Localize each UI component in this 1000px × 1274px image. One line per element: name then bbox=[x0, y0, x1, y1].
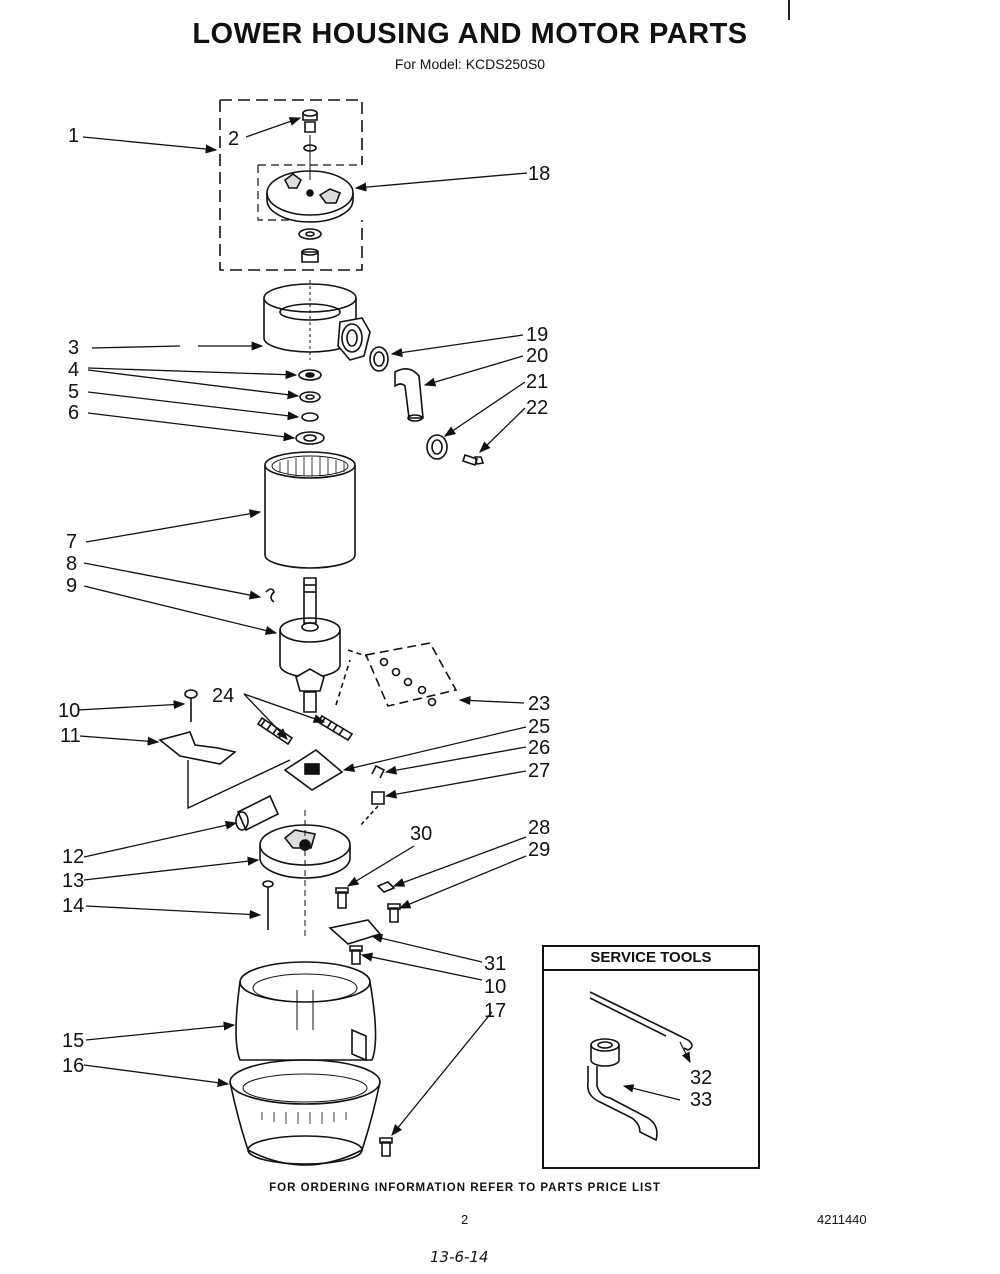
callout-13: 13 bbox=[62, 870, 84, 892]
washer-part bbox=[298, 228, 322, 240]
callout-12: 12 bbox=[62, 846, 84, 868]
capacitor-12 bbox=[235, 794, 280, 832]
bottom-shell-16 bbox=[229, 1059, 381, 1166]
callout-20: 20 bbox=[526, 345, 548, 367]
callout-3: 3 bbox=[68, 337, 79, 359]
terminal-27 bbox=[371, 791, 385, 805]
callout-8: 8 bbox=[66, 553, 77, 575]
leader-lines bbox=[77, 117, 528, 1137]
clip-26 bbox=[371, 764, 386, 779]
clamp-21 bbox=[426, 434, 448, 460]
upper-housing-3 bbox=[263, 280, 371, 361]
callout-26: 26 bbox=[528, 737, 550, 759]
seal-part-6b bbox=[295, 431, 325, 445]
callout-11: 11 bbox=[60, 725, 81, 747]
callout-24: 24 bbox=[212, 685, 234, 707]
service-tools-title: SERVICE TOOLS bbox=[544, 947, 758, 971]
callout-32: 32 bbox=[690, 1067, 712, 1089]
callout-22: 22 bbox=[526, 397, 548, 419]
callout-19: 19 bbox=[526, 324, 548, 346]
page-title: LOWER HOUSING AND MOTOR PARTS bbox=[192, 18, 748, 50]
callout-6: 6 bbox=[68, 402, 79, 424]
spring-24b bbox=[316, 714, 354, 742]
screw-10a bbox=[184, 689, 198, 722]
callout-27: 27 bbox=[528, 760, 550, 782]
callout-31: 31 bbox=[484, 953, 506, 975]
callout-16: 16 bbox=[62, 1055, 84, 1077]
callout-labels: 1 2 3 4 5 6 7 8 9 10 11 12 13 14 15 16 1… bbox=[58, 125, 712, 1111]
screw-10b bbox=[349, 945, 363, 965]
lower-housing-15 bbox=[235, 961, 377, 1062]
callout-7: 7 bbox=[66, 531, 77, 553]
callout-15: 15 bbox=[62, 1030, 84, 1052]
callout-18: 18 bbox=[528, 163, 550, 185]
stud-part-2 bbox=[302, 109, 318, 180]
turntable-plate-18 bbox=[266, 170, 354, 223]
document-number: 4211440 bbox=[817, 1212, 867, 1227]
bumpers-23 bbox=[379, 657, 437, 707]
model-subtitle: For Model: KCDS250S0 bbox=[394, 56, 546, 72]
callout-29: 29 bbox=[528, 839, 550, 861]
callout-9: 9 bbox=[66, 575, 77, 597]
callout-21: 21 bbox=[526, 371, 548, 393]
elbow-20 bbox=[394, 368, 424, 419]
cover-plate-31 bbox=[328, 919, 382, 945]
callout-25: 25 bbox=[528, 716, 550, 738]
hex-wrench-32 bbox=[589, 991, 693, 1064]
service-tools-box: SERVICE TOOLS bbox=[542, 945, 760, 1169]
screw-29 bbox=[387, 903, 401, 923]
stator-7 bbox=[264, 451, 356, 569]
screw-22 bbox=[461, 453, 485, 467]
nut-part bbox=[301, 251, 319, 263]
clip-8 bbox=[265, 588, 275, 603]
callout-28: 28 bbox=[528, 817, 550, 839]
rotor-9 bbox=[279, 577, 341, 713]
seal-part-5 bbox=[299, 391, 321, 403]
cover-plate-11 bbox=[158, 731, 237, 765]
ordering-note: FOR ORDERING INFORMATION REFER TO PARTS … bbox=[269, 1182, 661, 1194]
page-number: 2 bbox=[461, 1212, 469, 1227]
callout-30: 30 bbox=[410, 823, 432, 845]
callout-17: 17 bbox=[484, 1000, 506, 1022]
gasket-19 bbox=[369, 346, 389, 372]
crop-mark bbox=[788, 0, 790, 20]
jam-buster-33 bbox=[586, 1038, 681, 1142]
spring-24a bbox=[256, 716, 294, 746]
bolt-14 bbox=[262, 880, 274, 930]
callout-14: 14 bbox=[62, 895, 84, 917]
kit-boundary-1 bbox=[219, 99, 363, 271]
callout-10: 10 bbox=[58, 700, 80, 722]
nut-28 bbox=[376, 881, 396, 893]
callout-4: 4 bbox=[68, 359, 79, 381]
callout-23: 23 bbox=[528, 693, 550, 715]
callout-5: 5 bbox=[68, 381, 79, 403]
callout-33: 33 bbox=[690, 1089, 712, 1111]
handwritten-note: 13-6-14 bbox=[430, 1248, 489, 1266]
screw-17 bbox=[379, 1137, 393, 1157]
capacitor-kit-23 bbox=[364, 642, 458, 707]
callout-2: 2 bbox=[228, 128, 239, 150]
seal-part-6a bbox=[301, 412, 319, 422]
seal-part-4 bbox=[298, 369, 322, 381]
callout-10-lower: 10 bbox=[484, 976, 506, 998]
callout-1: 1 bbox=[68, 125, 79, 147]
screw-30 bbox=[335, 887, 349, 909]
